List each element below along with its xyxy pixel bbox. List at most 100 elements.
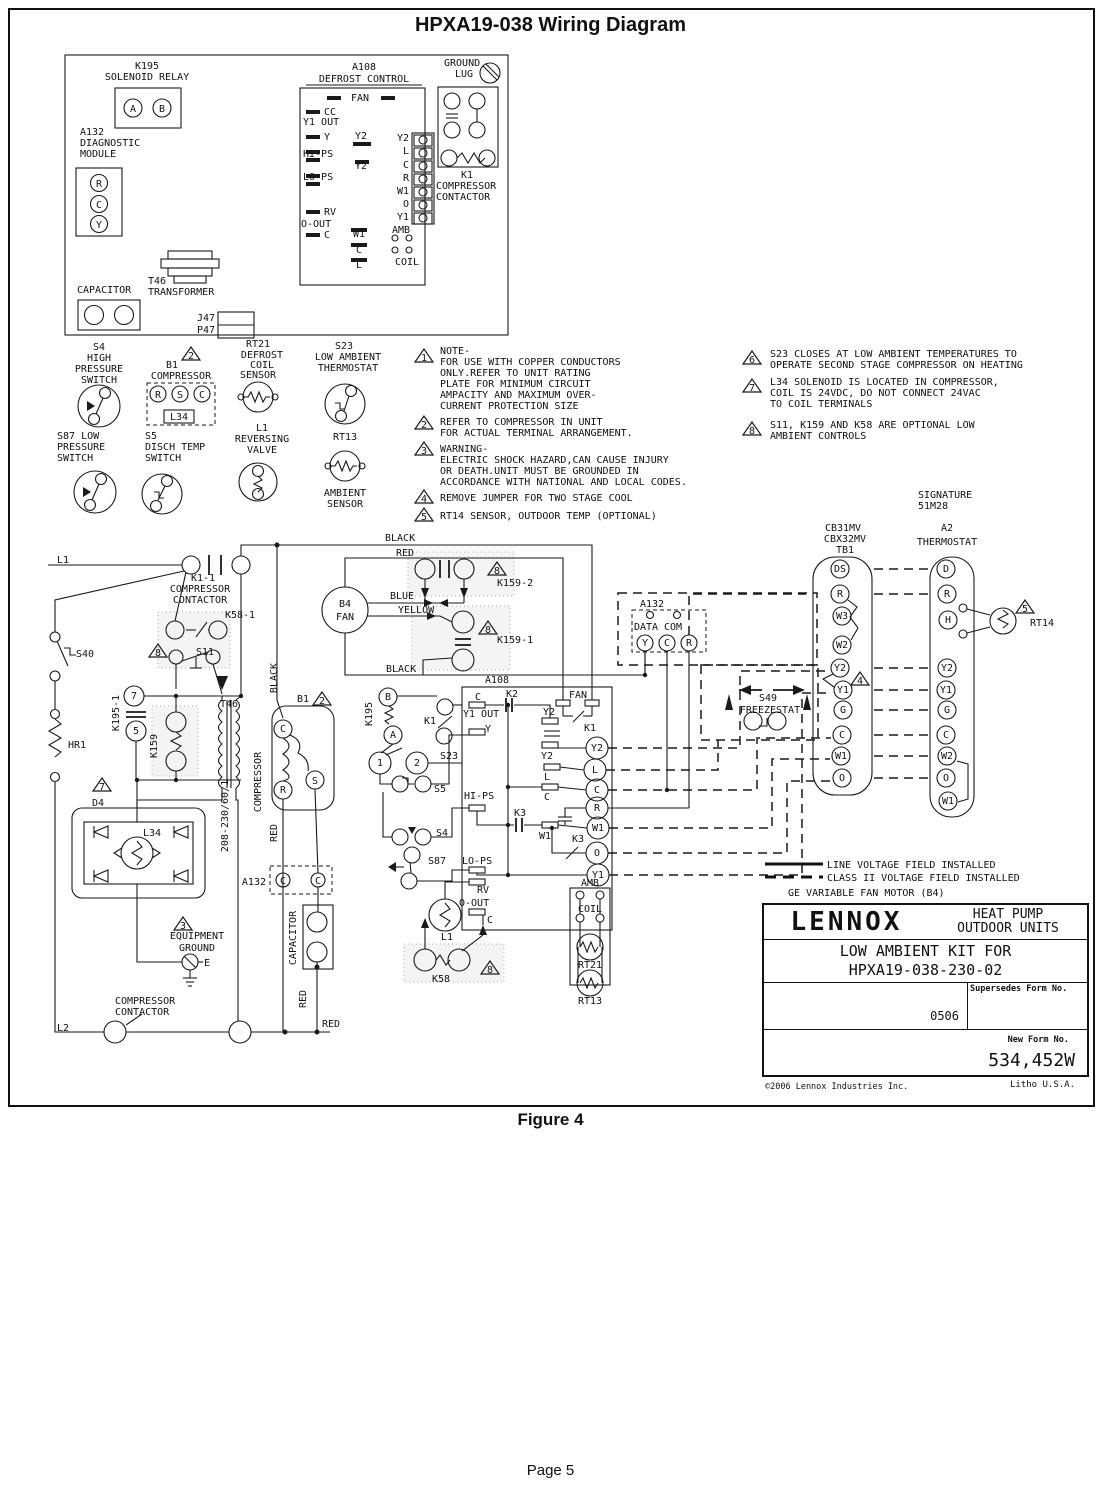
- out-y2: Y2: [591, 743, 603, 754]
- a132-term-y: Y: [96, 220, 102, 231]
- out-o: O: [594, 848, 600, 859]
- a132-term-c: C: [96, 200, 102, 211]
- tb1-w2: W2: [836, 640, 848, 651]
- equipment-ground-icon: [181, 953, 203, 987]
- note6-l1: S23 CLOSES AT LOW AMBIENT TEMPERATURES T…: [770, 349, 1017, 360]
- rt21-l2: COIL: [250, 360, 274, 371]
- note-marker-number: 4: [857, 676, 863, 687]
- a108-t-o: O: [403, 199, 409, 210]
- a2-ref: A2: [941, 523, 953, 534]
- disch-temp-switch-icon: [141, 473, 183, 515]
- s5-schem: S5: [434, 784, 446, 795]
- s5-l1: DISCH TEMP: [145, 442, 205, 453]
- k195-term-a: A: [130, 104, 136, 115]
- rt21-l1: DEFROST: [241, 350, 283, 361]
- defrost-coil-sensor-icon: [237, 381, 279, 413]
- a108-cc: CC: [324, 107, 336, 118]
- tb1-y2: Y2: [834, 663, 846, 674]
- l34-schem: L34: [143, 828, 161, 839]
- page-title: HPXA19-038 Wiring Diagram: [414, 14, 686, 36]
- note-marker-number: 1: [421, 353, 427, 364]
- tb1-l2: CBX32MV: [824, 534, 866, 545]
- b1-ref: B1: [166, 360, 178, 371]
- b4-ref: B4: [339, 599, 351, 610]
- a108-lops: LO-PS: [303, 172, 333, 183]
- a108-t-w1: W1: [397, 186, 409, 197]
- supersedes-label: Supersedes Form No.: [967, 983, 1087, 1029]
- a2-y1: Y1: [940, 685, 952, 696]
- note-marker-number: 3: [180, 921, 186, 932]
- b1-term-c: C: [199, 390, 205, 401]
- s49-ref: S49: [759, 693, 777, 704]
- tb1-r: R: [837, 589, 844, 600]
- tb1-g: G: [840, 705, 846, 716]
- k1-fan: K1: [584, 723, 596, 734]
- a108s-y2a: Y2: [543, 707, 555, 718]
- note-marker-triangle-icon: [413, 440, 435, 456]
- s23-ref: S23: [335, 341, 353, 352]
- a108s-lops: LO-PS: [462, 856, 492, 867]
- note-marker-triangle-icon: [486, 560, 508, 576]
- new-form-label: New Form No.: [1007, 1035, 1069, 1045]
- a108s-c3: C: [544, 792, 550, 803]
- note-marker-triangle-icon: [1014, 598, 1036, 614]
- b1s-term-r: R: [280, 785, 287, 796]
- s5-ref: S5: [145, 431, 157, 442]
- tb1-w3: W3: [836, 611, 848, 622]
- a2-r: R: [944, 589, 951, 600]
- note3-l4: ACCORDANCE WITH NATIONAL AND LOCAL CODES…: [440, 477, 687, 488]
- k1-desc2: CONTACTOR: [436, 192, 491, 203]
- s4-schem: S4: [436, 828, 448, 839]
- capacitor-vert: CAPACITOR: [288, 910, 299, 965]
- note7-l3: TO COIL TERMINALS: [770, 399, 872, 410]
- a2-thermostat-strip: [929, 556, 975, 818]
- legend-line-voltage: LINE VOLTAGE FIELD INSTALLED: [827, 860, 996, 871]
- title-block: LENNOX HEAT PUMP OUTDOOR UNITS LOW AMBIE…: [762, 903, 1089, 1077]
- a108-y: Y: [324, 132, 330, 143]
- product-line-1: HEAT PUMP: [972, 907, 1044, 922]
- b4-fan: FAN: [336, 612, 354, 623]
- a108s-oout: O-OUT: [459, 898, 489, 909]
- control-panel-layout: [64, 54, 509, 339]
- ground-lug-icon: [479, 62, 501, 84]
- s87-l1: PRESSURE: [57, 442, 105, 453]
- k195-ref: K195: [135, 61, 159, 72]
- ground-lug2: LUG: [455, 69, 473, 80]
- datacom-y: Y: [642, 638, 648, 649]
- tb1-y1: Y1: [837, 685, 849, 696]
- wire-red-s: RED: [298, 990, 309, 1008]
- kit-title-line-2: HPXA19-038-230-02: [848, 961, 1003, 979]
- a2-c: C: [943, 730, 949, 741]
- wire-red-l2: RED: [322, 1019, 340, 1030]
- note8-l2: AMBIENT CONTROLS: [770, 431, 866, 442]
- note8-l1: S11, K159 AND K58 ARE OPTIONAL LOW: [770, 420, 976, 431]
- note1-l3: PLATE FOR MINIMUM CIRCUIT: [440, 379, 591, 390]
- note-marker-triangle-icon: [849, 670, 871, 686]
- coil-label: COIL: [578, 904, 602, 915]
- a132-term-r: R: [96, 179, 103, 190]
- note3-l2: ELECTRIC SHOCK HAZARD,CAN CAUSE INJURY: [440, 455, 669, 466]
- defrost-sensors-icon: [569, 887, 611, 997]
- note1-l2: ONLY.REFER TO UNIT RATING: [440, 368, 591, 379]
- k1-ref: K1: [461, 170, 473, 181]
- tb1-terminal-strip: [812, 556, 873, 796]
- datacom-r: R: [686, 638, 693, 649]
- sig-l2: 51M28: [918, 501, 948, 512]
- legend-fan-motor: GE VARIABLE FAN MOTOR (B4): [788, 888, 945, 899]
- sig-l1: SIGNATURE: [918, 490, 972, 501]
- l1-ref: L1: [256, 423, 268, 434]
- wire-black-c: BLACK: [269, 663, 280, 693]
- rt14-sensor-icon: [958, 603, 1017, 639]
- wire-red-top: RED: [396, 548, 414, 559]
- k3-lower: K3: [572, 834, 584, 845]
- note5-l1: RT14 SENSOR, OUTDOOR TEMP (OPTIONAL): [440, 511, 657, 522]
- a108-t-y1: Y1: [397, 212, 409, 223]
- wire-blue: BLUE: [390, 591, 414, 602]
- note6-l2: OPERATE SECOND STAGE COMPRESSOR ON HEATI…: [770, 360, 1023, 371]
- out-y1: Y1: [592, 870, 604, 881]
- rt13-l2: SENSOR: [327, 499, 364, 510]
- a108-t-y2: Y2: [397, 133, 409, 144]
- out-r: R: [594, 803, 601, 814]
